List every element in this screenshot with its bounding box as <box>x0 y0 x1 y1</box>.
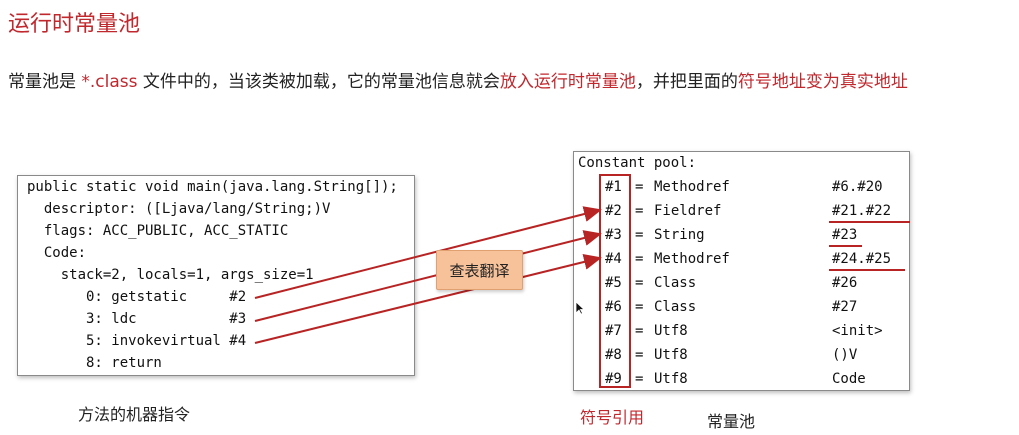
constant-pool-panel: Constant pool: #1 = Methodref #6.#20 #2 … <box>573 151 910 391</box>
pool-ref: #9 <box>605 371 622 387</box>
pool-type: Utf8 <box>654 323 688 339</box>
code-line: flags: ACC_PUBLIC, ACC_STATIC <box>27 223 289 239</box>
pool-ref: #5 <box>605 275 622 291</box>
pool-eq: = <box>635 179 644 195</box>
pool-value: Code <box>832 371 866 387</box>
pool-value: <init> <box>832 323 883 339</box>
pool-ref: #6 <box>605 299 622 315</box>
code-line: 5: invokevirtual #4 <box>27 333 247 349</box>
pool-type: Methodref <box>654 251 730 267</box>
pool-type: Methodref <box>654 179 730 195</box>
bytecode-caption: 方法的机器指令 <box>78 405 191 424</box>
code-line: descriptor: ([Ljava/lang/String;)V <box>27 201 331 217</box>
pool-eq: = <box>635 227 644 243</box>
pool-ref: #8 <box>605 347 622 363</box>
desc-part5: ，并把里面的 <box>635 72 738 92</box>
pool-type: Fieldref <box>654 203 722 219</box>
pool-value: #6.#20 <box>832 179 883 195</box>
pool-value: #23 <box>832 227 858 243</box>
code-line: stack=2, locals=1, args_size=1 <box>27 267 314 283</box>
pool-value: #27 <box>832 299 858 315</box>
pool-type: String <box>654 227 705 243</box>
desc-part1: 常量池是 <box>8 72 82 92</box>
pool-eq: = <box>635 251 644 267</box>
desc-part3: 文件中的，当该类被加载，它的常量池信息就会 <box>137 72 500 92</box>
pool-value: ()V <box>832 347 858 363</box>
code-line: Code: <box>27 245 87 261</box>
pool-ref: #7 <box>605 323 622 339</box>
pool-ref: #1 <box>605 179 622 195</box>
constant-pool-caption: 常量池 <box>707 412 756 431</box>
pool-eq: = <box>635 371 644 387</box>
bytecode-panel: public static void main(java.lang.String… <box>17 175 415 376</box>
pool-ref: #2 <box>605 203 622 219</box>
pool-type: Class <box>654 299 697 315</box>
pool-eq: = <box>635 347 644 363</box>
pool-value: #26 <box>832 275 858 291</box>
lookup-translate-label: 查表翻译 <box>436 250 523 290</box>
pool-type: Utf8 <box>654 347 688 363</box>
pool-value: #21.#22 <box>832 203 892 219</box>
page-title: 运行时常量池 <box>8 12 141 37</box>
pool-ref: #3 <box>605 227 622 243</box>
description: 常量池是 *.class 文件中的，当该类被加载，它的常量池信息就会放入运行时常… <box>8 67 908 92</box>
code-line: public static void main(java.lang.String… <box>27 179 398 195</box>
pool-eq: = <box>635 275 644 291</box>
desc-part2: *.class <box>81 72 138 92</box>
code-line: 8: return <box>27 355 162 371</box>
pool-type: Class <box>654 275 697 291</box>
pool-header: Constant pool: <box>578 155 697 171</box>
code-line: 0: getstatic #2 <box>27 289 247 305</box>
pool-ref: #4 <box>605 251 622 267</box>
pool-eq: = <box>635 203 644 219</box>
desc-part4: 放入运行时常量池 <box>499 72 636 92</box>
pool-eq: = <box>635 323 644 339</box>
code-line: 3: ldc #3 <box>27 311 247 327</box>
pool-eq: = <box>635 299 644 315</box>
pool-value: #24.#25 <box>832 251 892 267</box>
mouse-cursor-icon <box>575 300 586 319</box>
pool-type: Utf8 <box>654 371 688 387</box>
symbol-ref-caption: 符号引用 <box>580 408 645 427</box>
desc-part6: 符号地址变为真实地址 <box>737 72 908 92</box>
